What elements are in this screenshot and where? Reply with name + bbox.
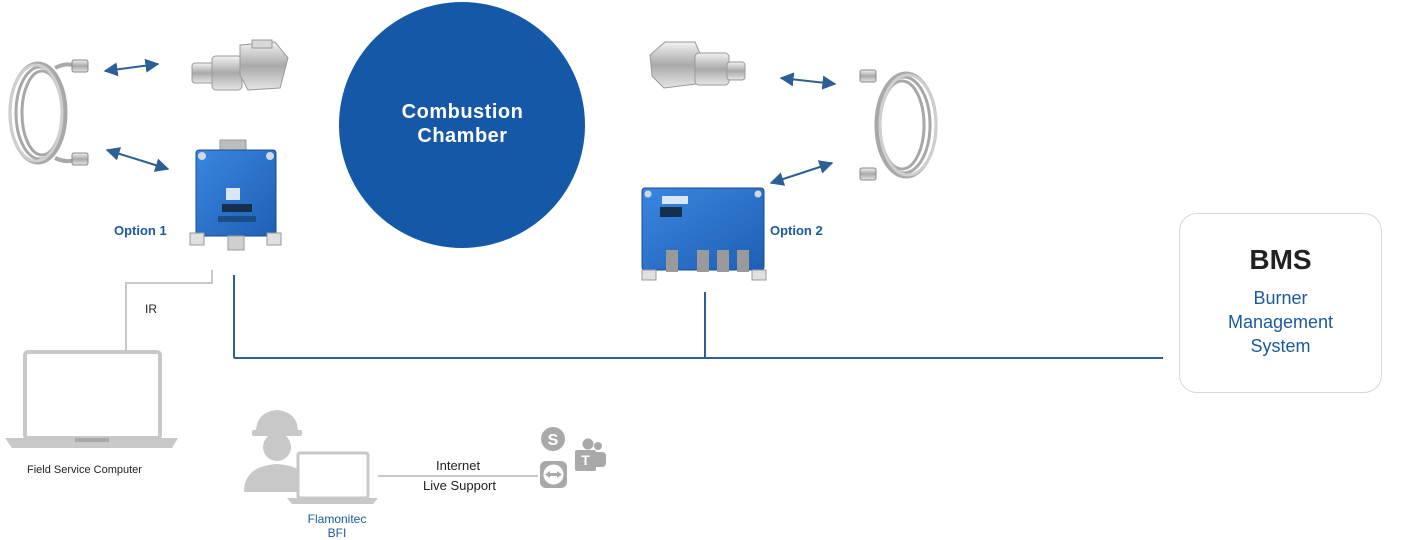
right-cable-coil-icon	[874, 71, 938, 179]
option1-flame-scanner-box	[189, 139, 282, 251]
skype-icon: S	[541, 427, 565, 451]
bms-box: BMS Burner Management System	[1179, 213, 1382, 393]
left-flame-sensor-icon	[191, 39, 289, 91]
combustion-chamber-label: Combustion Chamber	[340, 100, 585, 148]
bms-title: BMS	[1249, 244, 1312, 275]
arrow-cable-to-sensor-left	[103, 58, 160, 77]
bms-line3: System	[1250, 336, 1311, 356]
bms-line1: Burner	[1253, 288, 1308, 308]
right-flame-sensor-icon	[649, 41, 746, 89]
laptop-icon	[5, 350, 178, 448]
right-cable-connector-top	[859, 69, 877, 83]
ir-label: IR	[145, 302, 157, 316]
chamber-label-line1: Combustion	[401, 101, 524, 123]
bms-line2: Management	[1227, 312, 1334, 332]
flamonitec-line1: Flamonitec	[307, 512, 367, 526]
option2-label: Option 2	[770, 223, 823, 238]
arrow-cable-to-box-left	[105, 147, 170, 172]
flamonitec-line2: BFI	[327, 526, 347, 540]
service-technician-icon	[244, 410, 310, 492]
bms-subtitle: Burner Management System	[1180, 286, 1381, 358]
live-support-label: Live Support	[423, 478, 496, 493]
option1-label: Option 1	[114, 223, 167, 238]
left-cable-connector-top	[71, 59, 89, 73]
svg-text:S: S	[548, 432, 559, 449]
support-laptop-icon	[287, 451, 378, 504]
internet-label: Internet	[436, 458, 481, 473]
right-cable-connector-bottom	[859, 167, 877, 181]
svg-text:T: T	[581, 452, 590, 468]
combustion-chamber	[339, 2, 585, 248]
option2-flame-amplifier-box	[641, 187, 767, 281]
arrow-sensor-to-cable-right	[779, 72, 837, 90]
arrow-box-to-cable-right	[769, 160, 834, 186]
flamonitec-label: Flamonitec BFI	[292, 512, 382, 540]
ir-link-line	[125, 270, 213, 352]
left-cable-connector-bottom	[71, 152, 89, 166]
left-cable-coil-icon	[8, 61, 77, 165]
chamber-label-line2: Chamber	[417, 125, 508, 147]
field-service-computer-label: Field Service Computer	[27, 464, 142, 476]
teams-icon: T	[575, 438, 606, 471]
teamviewer-icon	[540, 461, 567, 488]
